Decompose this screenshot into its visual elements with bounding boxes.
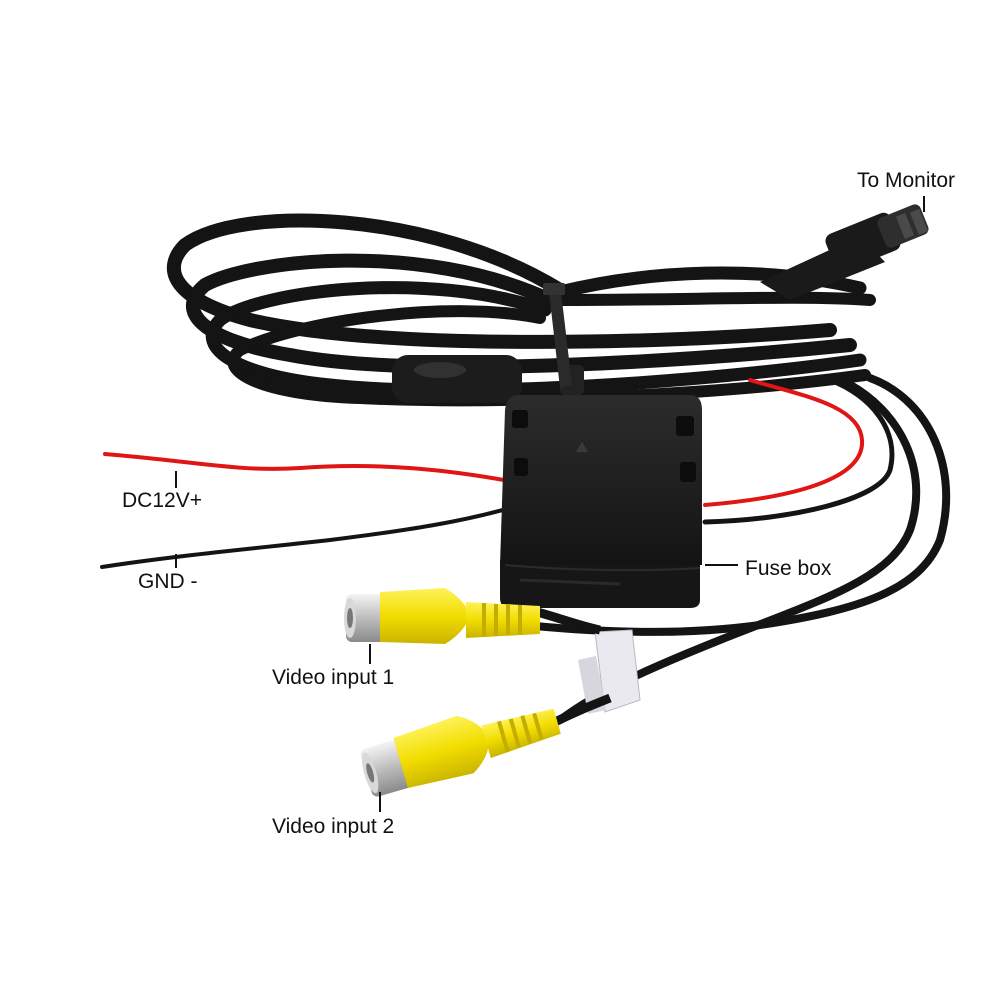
black-ground-wire [100, 377, 895, 569]
red-power-wire [103, 378, 865, 507]
label-video-input-2: Video input 2 [272, 815, 395, 838]
label-gnd: GND - [138, 570, 198, 593]
label-video-input-1: Video input 1 [272, 666, 395, 689]
cable-coil [166, 213, 876, 407]
label-to-monitor: To Monitor [857, 169, 956, 192]
cable-tie [543, 283, 572, 388]
label-fuse-box: Fuse box [745, 557, 832, 580]
monitor-connector [760, 204, 929, 300]
callout-lines [175, 196, 925, 812]
fuse-box [500, 395, 702, 608]
label-dc12v: DC12V+ [122, 489, 202, 512]
rca-connector-2 [360, 693, 612, 797]
rca-connector-1 [344, 588, 601, 644]
